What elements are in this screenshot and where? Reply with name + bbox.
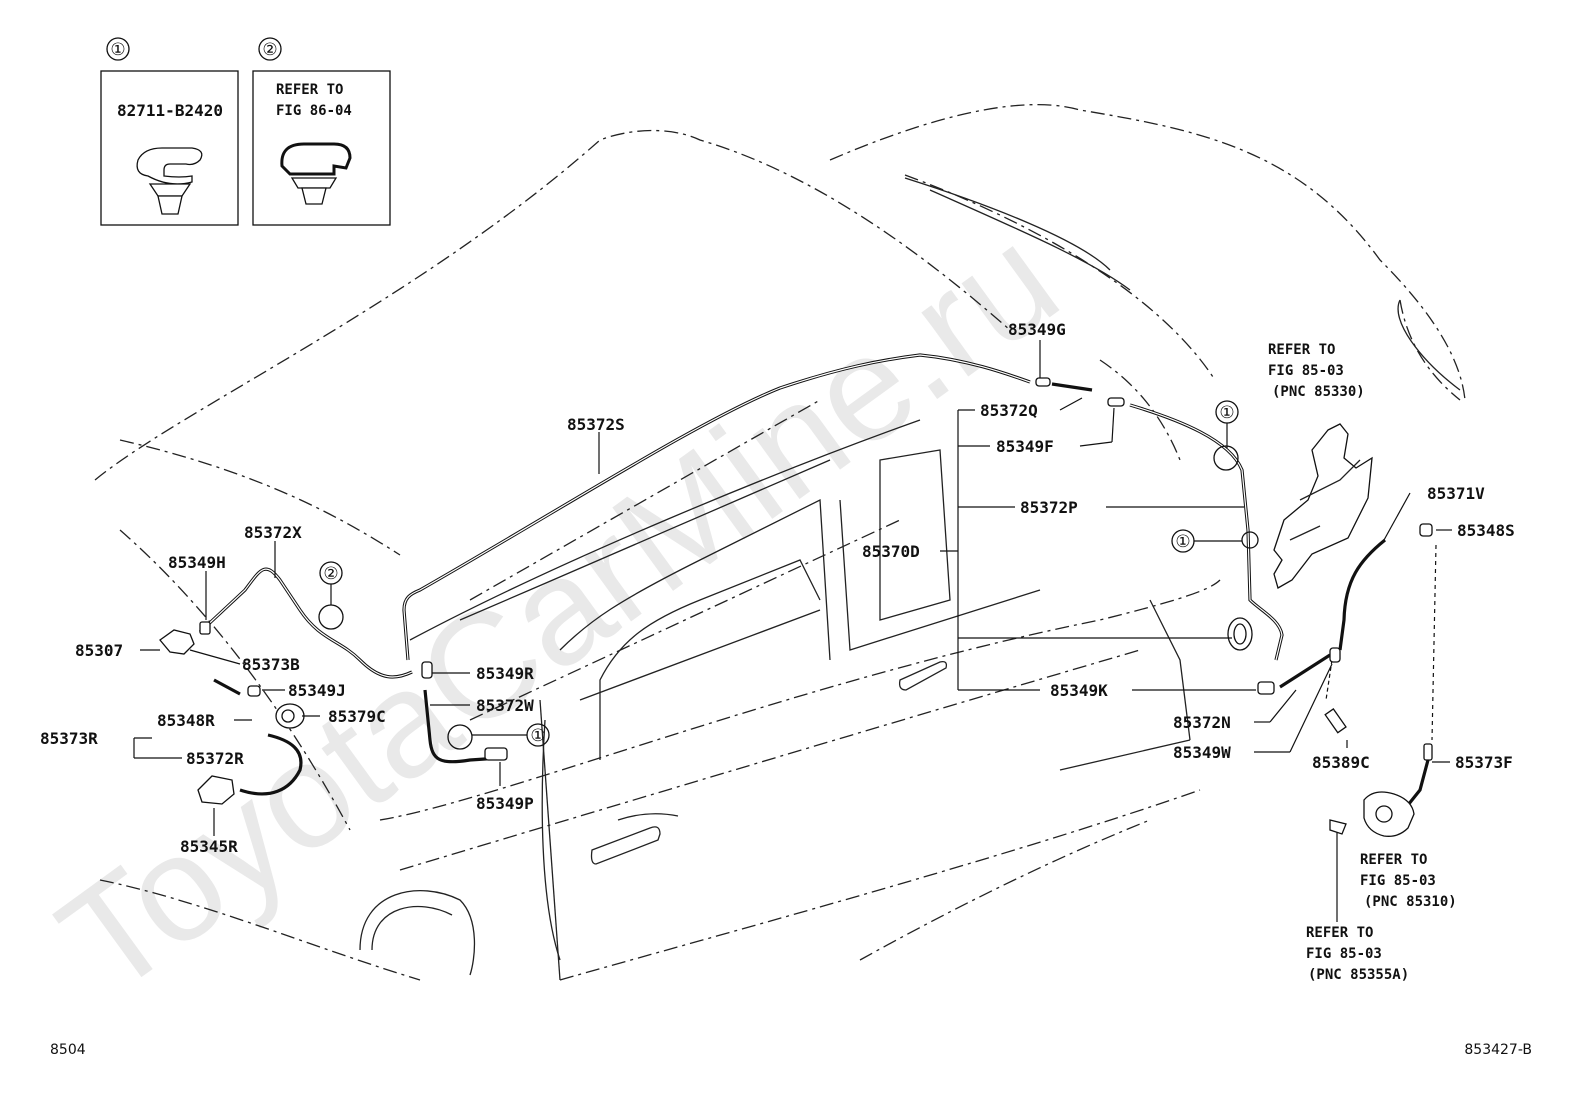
label-85348S: 85348S bbox=[1457, 521, 1515, 540]
legend-part-number: 82711-B2420 bbox=[117, 101, 223, 120]
label-85345R: 85345R bbox=[180, 837, 238, 856]
washer-hose-main bbox=[198, 353, 1437, 811]
refer-grommet-line2: FIG 85-03 bbox=[1306, 946, 1382, 962]
label-85349H: 85349H bbox=[168, 553, 226, 572]
refer-grommet-line3: (PNC 85355A) bbox=[1308, 967, 1409, 983]
legend-marker-1-glyph: ① bbox=[110, 40, 125, 60]
refer-pump-line1: REFER TO bbox=[1360, 852, 1427, 868]
marker-1-glyph-b: ① bbox=[1175, 532, 1190, 552]
refer-pump-line3: (PNC 85310) bbox=[1364, 894, 1457, 910]
label-85379C: 85379C bbox=[328, 707, 386, 726]
refer-tank-line1: REFER TO bbox=[1268, 342, 1335, 358]
clip-icon bbox=[136, 147, 203, 215]
refer-note-grommet: REFER TO FIG 85-03 (PNC 85355A) bbox=[1306, 925, 1409, 983]
refer-pump-line2: FIG 85-03 bbox=[1360, 873, 1436, 889]
label-85372R: 85372R bbox=[186, 749, 244, 768]
footer-right-code: 853427-B bbox=[1464, 1042, 1532, 1058]
nozzle-85345R bbox=[197, 775, 235, 805]
label-85373B: 85373B bbox=[242, 655, 300, 674]
label-85370D: 85370D bbox=[862, 542, 920, 561]
washer-tank-icon bbox=[1273, 423, 1373, 589]
label-85307: 85307 bbox=[75, 641, 123, 660]
label-85349P: 85349P bbox=[476, 794, 534, 813]
washer-pump-icon bbox=[1329, 791, 1415, 837]
leader-lines bbox=[133, 340, 1452, 922]
connectors bbox=[199, 377, 1433, 761]
refer-tank-line3: (PNC 85330) bbox=[1272, 384, 1365, 400]
clip-icon-2 bbox=[280, 142, 352, 205]
label-85349R: 85349R bbox=[476, 664, 534, 683]
marker-1-lower bbox=[472, 723, 550, 747]
label-85372W: 85372W bbox=[476, 696, 534, 715]
label-85349K: 85349K bbox=[1050, 681, 1108, 700]
label-85349G: 85349G bbox=[1008, 320, 1066, 339]
legend-marker-2-glyph: ② bbox=[262, 40, 277, 60]
watermark-text: ToyotaCarMine.ru bbox=[30, 194, 1086, 1026]
label-85373R: 85373R bbox=[40, 729, 98, 748]
legend-box-2: REFER TO FIG 86-04 bbox=[252, 37, 391, 226]
label-85349F: 85349F bbox=[996, 437, 1054, 456]
label-85348R: 85348R bbox=[157, 711, 215, 730]
refer-grommet-line1: REFER TO bbox=[1306, 925, 1373, 941]
grommet-icon bbox=[1227, 617, 1253, 651]
marker-1-glyph-a: ① bbox=[1219, 403, 1234, 423]
marker-1-upper bbox=[1215, 400, 1239, 448]
marker-2-glyph: ② bbox=[323, 564, 338, 584]
marker-1-glyph-c: ① bbox=[530, 726, 545, 746]
refer-note-tank: REFER TO FIG 85-03 (PNC 85330) bbox=[1268, 342, 1365, 400]
label-85389C: 85389C bbox=[1312, 753, 1370, 772]
grommet-85379C bbox=[275, 703, 305, 729]
vehicle-body-outline bbox=[94, 103, 1466, 981]
label-85371V: 85371V bbox=[1427, 484, 1485, 503]
legend-refer-line2: FIG 86-04 bbox=[276, 103, 352, 119]
part-labels: 85372S 85349G 85372Q 85349F 85372P 85370… bbox=[40, 320, 1515, 856]
label-85372N: 85372N bbox=[1173, 713, 1231, 732]
label-85372P: 85372P bbox=[1020, 498, 1078, 517]
label-85349W: 85349W bbox=[1173, 743, 1231, 762]
marker-1-middle bbox=[1171, 529, 1242, 553]
label-85372S: 85372S bbox=[567, 415, 625, 434]
footer-left-code: 8504 bbox=[50, 1042, 86, 1058]
refer-tank-line2: FIG 85-03 bbox=[1268, 363, 1344, 379]
legend-box-1: ① 82711-B2420 bbox=[100, 37, 239, 226]
label-85373F: 85373F bbox=[1455, 753, 1513, 772]
label-85372X: 85372X bbox=[244, 523, 302, 542]
refer-note-pump: REFER TO FIG 85-03 (PNC 85310) bbox=[1360, 852, 1457, 910]
label-85372Q: 85372Q bbox=[980, 401, 1038, 420]
washer-nozzle-85307 bbox=[159, 629, 195, 655]
label-85349J: 85349J bbox=[288, 681, 346, 700]
marker-2-left bbox=[319, 561, 343, 605]
legend-refer-line1: REFER TO bbox=[276, 82, 343, 98]
